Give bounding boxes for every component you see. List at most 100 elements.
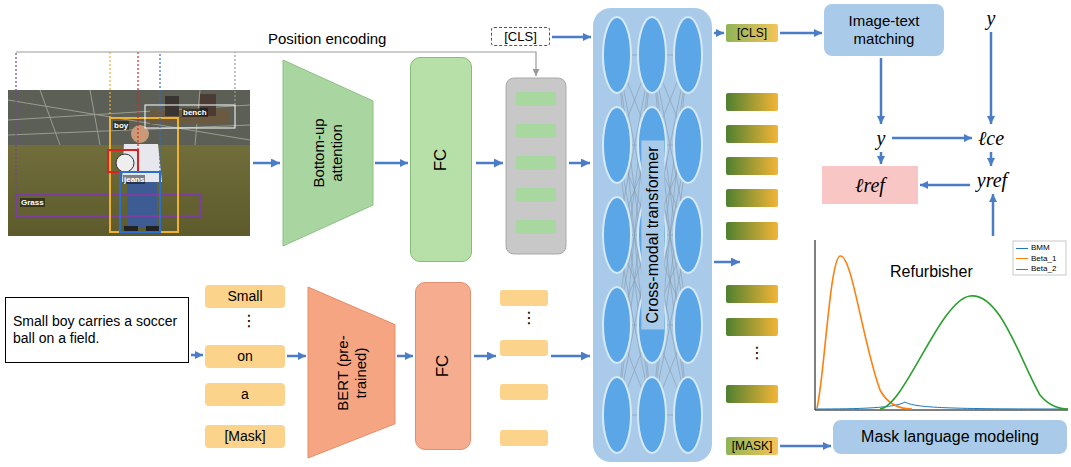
ellipsis-mark: ⋮	[749, 344, 765, 362]
flow-arrows	[714, 261, 740, 264]
transformer-body	[674, 197, 702, 273]
region-feature-column	[516, 156, 556, 170]
fc-layer-box: FC	[415, 282, 471, 450]
photo	[116, 154, 134, 172]
word-token-box: on	[205, 345, 285, 368]
transformer-body	[674, 107, 702, 183]
ellipsis-mark: ⋮	[521, 309, 537, 327]
legend-line	[1016, 258, 1028, 259]
word-feature-column	[500, 340, 548, 356]
output-token-column	[726, 157, 778, 175]
position-encoding-lines	[159, 52, 160, 172]
output-token-column	[726, 285, 778, 303]
trapezoid-outline	[283, 60, 373, 246]
node-text: ℓce	[978, 126, 1004, 150]
flow-connector	[714, 32, 724, 35]
flow-connector	[990, 32, 993, 124]
transformer-body	[593, 8, 712, 462]
flow-arrows	[474, 355, 496, 358]
node-text: a	[241, 386, 249, 403]
node-text: Small	[227, 288, 262, 305]
fc-layer-box: FC	[410, 57, 472, 262]
transformer-body	[603, 17, 702, 453]
photo	[165, 96, 179, 116]
transformer-body	[603, 287, 631, 363]
transformer-body	[593, 8, 712, 462]
flow-connector	[780, 445, 831, 448]
attention-trapezoid: Bottom-up attention	[283, 60, 373, 246]
transformer-block: Cross-modal transformer	[593, 8, 712, 462]
flow-connector	[880, 152, 883, 164]
output-token-column	[726, 93, 778, 111]
node-text: yref	[977, 168, 1007, 192]
detection-boxes	[110, 118, 178, 232]
output-token-column	[726, 385, 778, 403]
flow-connector	[892, 137, 972, 140]
flow-connector	[397, 355, 413, 358]
refurbisher-chart: Refurbisher	[815, 238, 1068, 412]
output-token-column	[726, 222, 778, 240]
legend-text: BMM	[1031, 243, 1050, 253]
region-feature-column	[516, 124, 556, 138]
word-feature-column	[500, 290, 548, 306]
flow-connector	[880, 58, 883, 124]
word-feature-column	[500, 384, 548, 400]
photo	[127, 182, 157, 228]
flow-connector	[552, 36, 591, 39]
detection-boxes	[145, 105, 235, 128]
flow-connector	[992, 194, 995, 236]
flow-arrows	[551, 355, 590, 358]
node-text: [CLS]	[504, 29, 537, 45]
region-feature-column	[516, 92, 556, 106]
flow-arrows	[476, 162, 503, 165]
position-encoding-lines	[15, 52, 16, 195]
detection-boxes	[120, 172, 160, 232]
mixture-chart	[815, 240, 1068, 410]
node-text: y	[877, 126, 886, 150]
flow-connector	[780, 32, 822, 35]
region-feature-column	[516, 220, 556, 234]
object-label: jeans	[123, 175, 145, 184]
legend-entry: BMM	[1016, 243, 1050, 253]
transformer-body	[603, 197, 631, 273]
node-text: Mask language modeling	[861, 427, 1039, 446]
output-token-column	[726, 125, 778, 143]
transformer-body	[603, 107, 631, 183]
label-symbol: y	[982, 6, 1000, 30]
output-token-box: [MASK]	[726, 437, 778, 455]
legend-entry: Beta_2	[1016, 264, 1056, 274]
legend-line	[1016, 269, 1028, 270]
node-text: BERT (pre-trained)	[334, 318, 370, 428]
word-token-box: [Mask]	[205, 425, 285, 448]
detection-boxes	[108, 150, 138, 172]
label-symbol: y	[872, 126, 890, 150]
task-head-box: Image-text matching	[824, 4, 944, 56]
transformer-body	[674, 287, 702, 363]
transformer-body	[603, 17, 631, 93]
mixture-chart	[1013, 241, 1066, 275]
region-feature-column	[506, 78, 566, 254]
task-head-box: Mask language modeling	[833, 420, 1067, 454]
detection-boxes	[16, 195, 200, 216]
position-encoding-lines	[109, 52, 110, 118]
object-label: Grass	[20, 198, 45, 207]
caption-input-box: Small boy carries a soccer ball on a fie…	[5, 297, 189, 363]
transformer-body	[674, 377, 702, 453]
flow-arrows	[569, 162, 590, 165]
legend-text: Beta_2	[1031, 264, 1056, 274]
bert-trapezoid: BERT (pre-trained)	[308, 287, 395, 458]
flow-arrows	[253, 162, 280, 165]
flow-connector	[287, 355, 306, 358]
legend-text: Beta_1	[1031, 254, 1056, 264]
word-feature-column	[500, 290, 548, 446]
cls-token-box: [CLS]	[491, 27, 550, 46]
position-encoding-lines	[137, 52, 138, 150]
object-label: boy	[113, 121, 129, 130]
node-text: [MASK]	[732, 439, 773, 453]
output-token-column	[726, 93, 778, 403]
flow-connector	[375, 162, 408, 165]
node-text: Bottom-up attention	[310, 98, 346, 208]
loss-box: ℓref	[822, 166, 918, 204]
